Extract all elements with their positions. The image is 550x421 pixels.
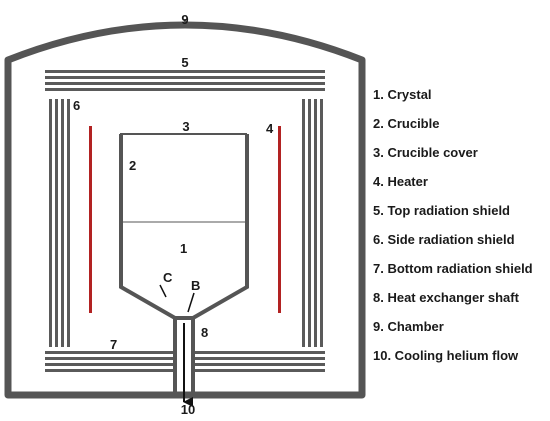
label-heater: 4 <box>266 121 274 136</box>
legend-item-shaft: 8. Heat exchanger shaft <box>373 290 520 305</box>
label-chamber: 9 <box>181 12 188 27</box>
legend-item-crucible: 2. Crucible <box>373 116 439 131</box>
label-helium-flow: 10 <box>181 402 195 417</box>
legend-item-heater: 4. Heater <box>373 174 428 189</box>
side-radiation-shield-right <box>302 99 323 347</box>
legend-item-side-shield: 6. Side radiation shield <box>373 232 515 247</box>
bottom-radiation-shield-left <box>45 351 173 372</box>
legend: 1. Crystal 2. Crucible 3. Crucible cover… <box>373 87 533 363</box>
legend-item-top-shield: 5. Top radiation shield <box>373 203 510 218</box>
pointer-b <box>187 292 195 313</box>
heat-exchanger-shaft <box>173 318 195 397</box>
legend-item-bottom-shield: 7. Bottom radiation shield <box>373 261 533 276</box>
legend-item-crystal: 1. Crystal <box>373 87 432 102</box>
label-shaft: 8 <box>201 325 208 340</box>
bottom-radiation-shield-right <box>195 351 325 372</box>
side-radiation-shield-left <box>49 99 70 347</box>
chamber-wall <box>4 21 366 399</box>
label-point-b: B <box>191 278 200 293</box>
label-crystal: 1 <box>180 241 187 256</box>
label-point-c: C <box>163 270 173 285</box>
legend-item-crucible-cover: 3. Crucible cover <box>373 145 478 160</box>
label-crucible-cover: 3 <box>182 119 189 134</box>
heater-right <box>278 126 281 313</box>
pointer-c <box>159 284 167 298</box>
legend-item-chamber: 9. Chamber <box>373 319 444 334</box>
label-bottom-shield: 7 <box>110 337 117 352</box>
label-side-shield: 6 <box>73 98 80 113</box>
heater-left <box>89 126 92 313</box>
label-crucible: 2 <box>129 158 136 173</box>
label-top-shield: 5 <box>181 55 188 70</box>
top-radiation-shield <box>45 70 325 91</box>
legend-item-helium-flow: 10. Cooling helium flow <box>373 348 519 363</box>
crucible <box>119 134 249 320</box>
